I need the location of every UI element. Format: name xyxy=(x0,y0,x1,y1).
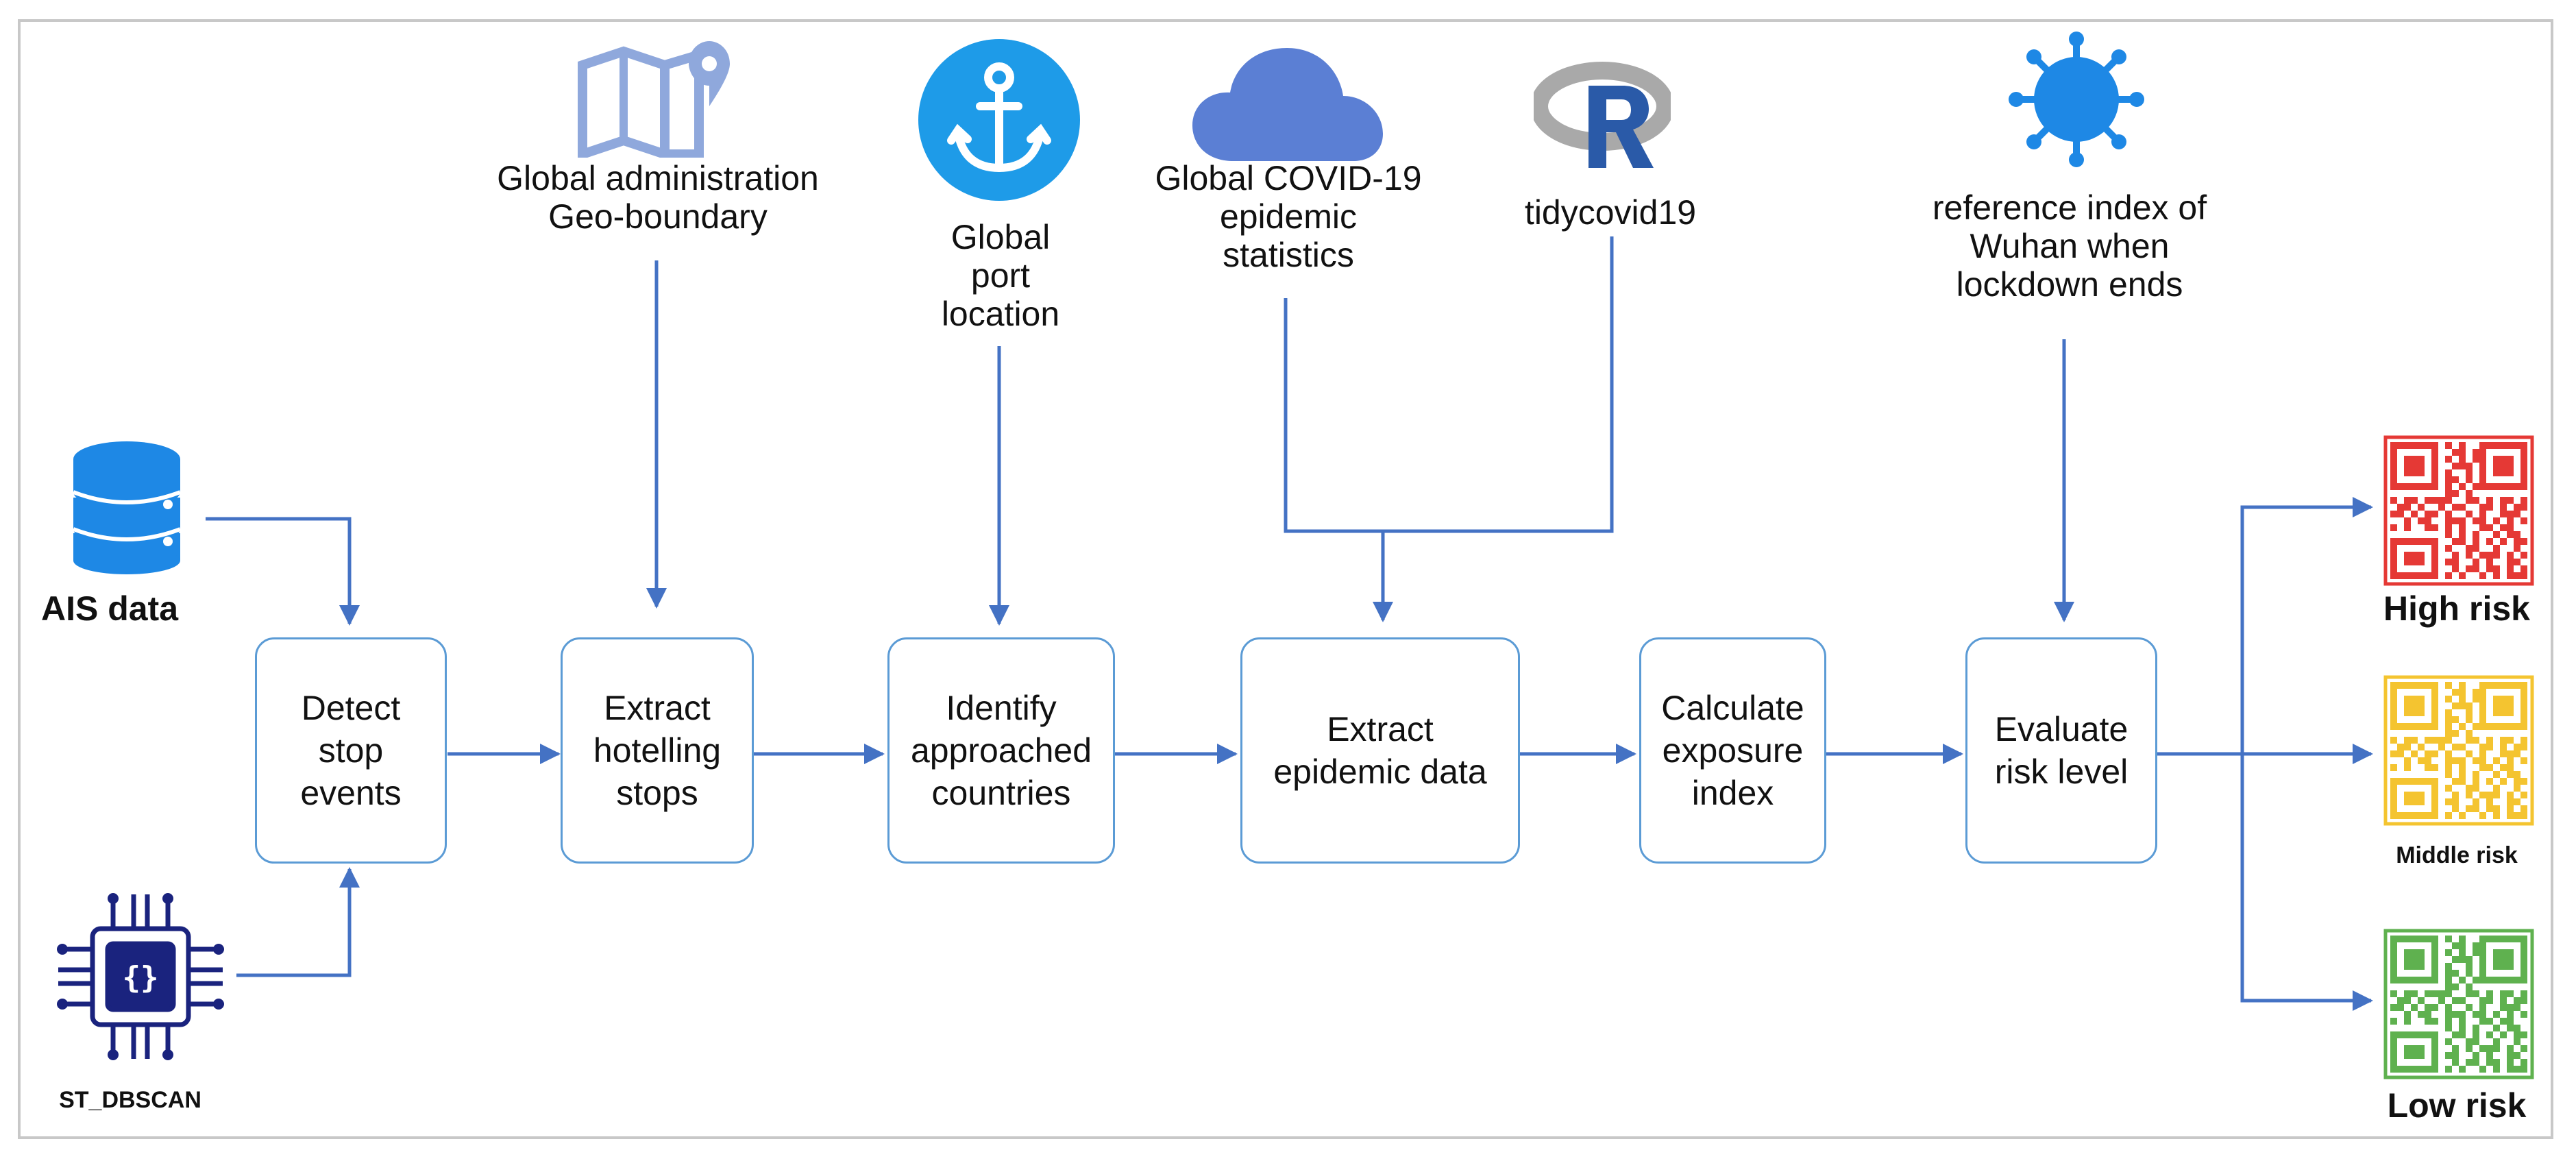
qr-code-icon xyxy=(2383,435,2534,586)
high-risk-label: High risk xyxy=(2383,589,2530,628)
boundary-label: Global administration Geo-boundary xyxy=(497,159,819,236)
anchor-icon xyxy=(918,39,1080,201)
arrow-ais-to-detect xyxy=(206,517,360,626)
qr-code-icon xyxy=(2383,929,2534,1079)
map-pin-icon xyxy=(578,41,730,158)
step-identify-countries: Identify approached countries xyxy=(887,637,1115,864)
wuhan-reference-label: reference index of Wuhan when lockdown e… xyxy=(1932,188,2207,304)
covid-stats-label: Global COVID-19 epidemic statistics xyxy=(1155,159,1422,274)
r-logo-icon xyxy=(1534,62,1671,168)
tidycovid19-label: tidycovid19 xyxy=(1524,193,1697,232)
ais-data-label: AIS data xyxy=(40,589,179,628)
step-extract-epidemic-data: Extract epidemic data xyxy=(1240,637,1520,864)
svg-text:{}: {} xyxy=(123,960,159,995)
arrow-to-low xyxy=(2240,754,2373,1011)
step-extract-hotelling-stops: Extract hotelling stops xyxy=(561,637,754,864)
arrow-dbscan-to-detect xyxy=(236,867,360,977)
low-risk-label: Low risk xyxy=(2387,1086,2527,1125)
port-location-label: Global port location xyxy=(941,218,1060,333)
qr-code-icon xyxy=(2383,675,2534,826)
step-detect-stop-events: Detect stop events xyxy=(255,637,447,864)
database-icon xyxy=(72,441,182,574)
step-evaluate-risk-level: Evaluate risk level xyxy=(1965,637,2157,864)
middle-risk-label: Middle risk xyxy=(2396,842,2518,868)
cloud-icon xyxy=(1192,48,1383,161)
st-dbscan-label: ST_DBSCAN xyxy=(59,1087,201,1113)
arrow-to-high xyxy=(2157,497,2373,756)
step-calculate-exposure-index: Calculate exposure index xyxy=(1639,637,1826,864)
virus-icon xyxy=(2009,32,2144,167)
chip-icon: {} xyxy=(57,893,224,1060)
arrow-covid-merge xyxy=(1284,236,1614,533)
diagram-frame xyxy=(18,19,2553,1139)
